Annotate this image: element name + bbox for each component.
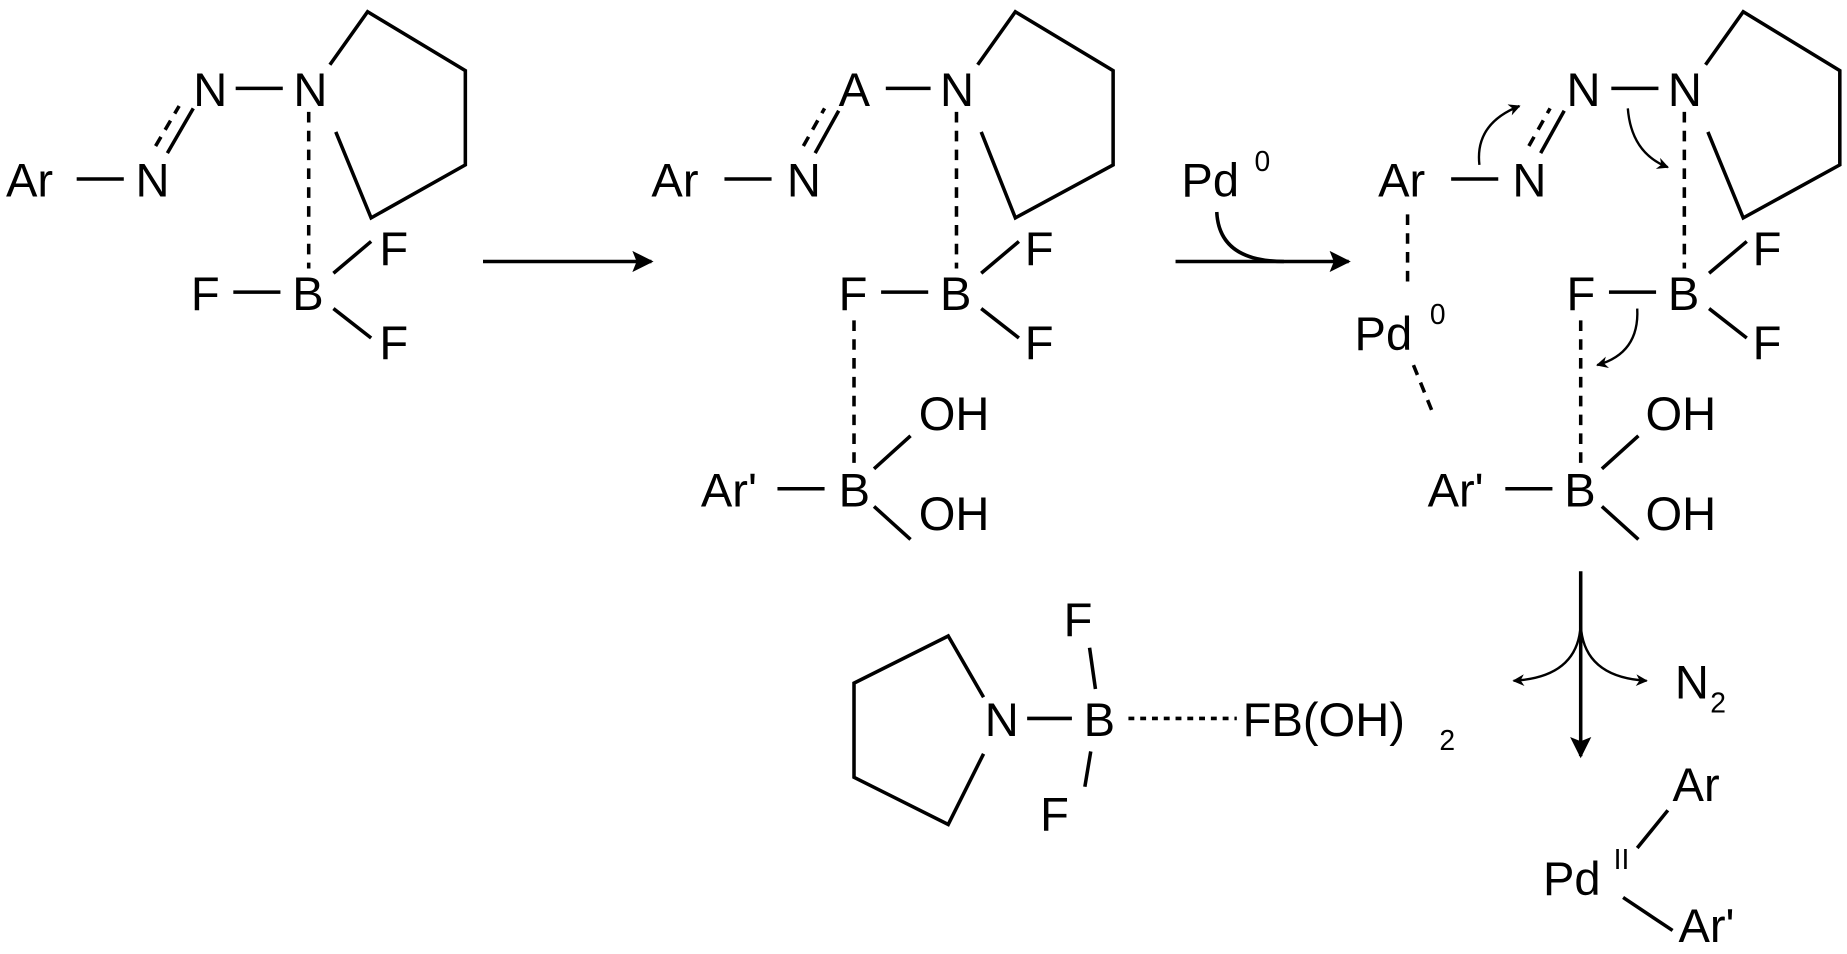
byproduct-aminoborane-adduct: N B F F FB(OH) 2 (852, 593, 1455, 840)
label-f: F (1064, 593, 1093, 646)
label-ar-prime: Ar' (701, 463, 757, 516)
label-n: N (136, 154, 170, 207)
label-pd-oxidation-0: 0 (1254, 145, 1270, 177)
label-b: B (940, 267, 971, 320)
pyrrolidine-ring (1704, 9, 1842, 221)
label-f: F (379, 222, 408, 275)
label-n: N (787, 154, 821, 207)
electron-push-arrow (1626, 108, 1669, 169)
label-ar: Ar (651, 154, 698, 207)
label-pd: Pd (1543, 852, 1601, 905)
label-n: N (1567, 63, 1601, 116)
electron-push-arrow (1477, 104, 1521, 166)
label-n: N (985, 693, 1019, 746)
label-pd: Pd (1181, 154, 1239, 207)
label-n2: N (1675, 655, 1709, 708)
label-f: F (379, 316, 408, 369)
label-b: B (1668, 267, 1699, 320)
label-f: F (1753, 316, 1782, 369)
electron-push-arrow (1596, 308, 1639, 368)
label-f: F (191, 267, 220, 320)
reaction-arrow-3: N 2 (1512, 571, 1726, 759)
label-f: F (1753, 222, 1782, 275)
label-f: F (839, 267, 868, 320)
label-n: N (293, 63, 327, 116)
label-ar: Ar (6, 154, 53, 207)
product-pd-ii-complex: Ar Pd II Ar' (1543, 758, 1735, 952)
label-b: B (839, 463, 870, 516)
label-b: B (1564, 463, 1595, 516)
label-f: F (1025, 222, 1054, 275)
label-ar-prime: Ar' (1678, 899, 1734, 952)
pyrrolidine-ring (976, 9, 1115, 221)
label-ar: Ar (1673, 758, 1720, 811)
label-oh: OH (919, 387, 990, 440)
structure-triazene-bf3: Ar N N N B F F F (6, 9, 468, 369)
label-a: A (839, 63, 871, 116)
label-oh: OH (1645, 387, 1716, 440)
label-n: N (940, 63, 974, 116)
label-f: F (1567, 267, 1596, 320)
label-pd: Pd (1355, 307, 1413, 360)
label-f: F (1025, 316, 1054, 369)
label-ar: Ar (1378, 154, 1425, 207)
label-b: B (292, 267, 323, 320)
label-pd-oxidation-ii: II (1614, 843, 1630, 875)
label-pd-oxidation-0: 0 (1430, 298, 1446, 330)
pyrrolidine-ring (852, 633, 986, 827)
label-ar-prime: Ar' (1428, 463, 1484, 516)
label-f: F (1040, 787, 1069, 840)
label-b: B (1084, 693, 1115, 746)
structure-transition-state: Ar N N N B F F F Pd 0 B Ar' OH OH (1355, 9, 1842, 541)
label-n: N (193, 63, 227, 116)
label-oh: OH (1645, 487, 1716, 540)
label-oh: OH (919, 487, 990, 540)
reaction-arrow-2: Pd 0 (1175, 145, 1351, 273)
label-fboh-subscript: 2 (1439, 724, 1455, 756)
label-fboh: FB(OH) (1243, 693, 1405, 746)
label-n: N (1512, 154, 1546, 207)
label-n: N (1668, 63, 1702, 116)
structure-complex-boronic-acid: Ar N A N B F F F B Ar' OH OH (651, 9, 1115, 541)
label-n2-subscript: 2 (1710, 687, 1726, 719)
pyrrolidine-ring (328, 9, 468, 221)
